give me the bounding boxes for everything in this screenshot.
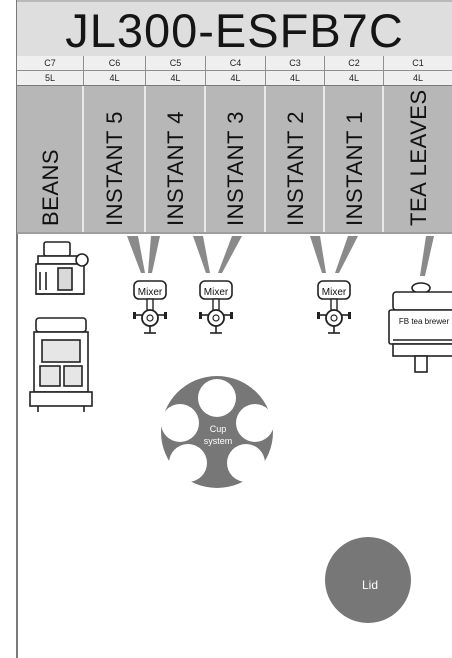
tea-brewer-label: FB tea brewer — [399, 317, 450, 326]
canister-bin-instant-5: INSTANT 5 — [84, 86, 146, 232]
canister-size: 4L — [412, 73, 423, 83]
bins-divider — [17, 232, 452, 234]
canister-bin-instant-2: INSTANT 2 — [266, 86, 325, 232]
canister-size: 4L — [146, 71, 206, 85]
coffee-brewer — [29, 317, 93, 412]
canister-bin-instant-1: INSTANT 1 — [325, 86, 384, 232]
canister-code: C3 — [266, 56, 325, 70]
mixer-label: Mixer — [138, 287, 163, 298]
canister-code-row: C7 C6 C5 C4 C3 C2 C1 — [17, 56, 452, 71]
chute-instant-2 — [310, 236, 358, 273]
canister-bin-instant-3: INSTANT 3 — [206, 86, 266, 232]
chute-instant-4 — [193, 236, 242, 273]
chute-instant-5 — [127, 236, 160, 273]
canister-code: C5 — [146, 56, 206, 70]
mixer-label: Mixer — [204, 287, 229, 298]
chute-tea-leaves — [420, 236, 434, 276]
machine-frame — [16, 0, 452, 658]
fb-tea-brewer — [388, 282, 452, 373]
mixer-label: Mixer — [322, 287, 347, 298]
grinder — [35, 241, 89, 295]
canister-bins: BEANS INSTANT 5 INSTANT 4 INSTANT 3 INST… — [17, 86, 452, 232]
canister-code: C4 — [206, 56, 266, 70]
canister-code: C1 — [412, 58, 424, 68]
canister-bin-tea-leaves: TEA LEAVES — [384, 86, 452, 232]
lid-label: Lid — [362, 578, 378, 592]
cup-system-label-line2: system — [204, 436, 233, 446]
canister-size: 5L — [17, 71, 84, 85]
canister-code: C6 — [84, 56, 146, 70]
canister-header-grid: C7 C6 C5 C4 C3 C2 C1 5L 4L 4L 4L 4L 4L 4… — [17, 56, 452, 87]
model-title: JL300-ESFB7C — [17, 0, 452, 60]
cup-system-label-line1: Cup — [210, 424, 227, 434]
canister-size: 4L — [206, 71, 266, 85]
lid-dispenser — [325, 537, 411, 623]
canister-bin-beans: BEANS — [17, 86, 84, 232]
canister-size: 4L — [325, 71, 384, 85]
canister-code: C2 — [325, 56, 384, 70]
canister-size: 4L — [266, 71, 325, 85]
canister-code: C7 — [17, 56, 84, 70]
canister-bin-instant-4: INSTANT 4 — [146, 86, 206, 232]
cup-system — [161, 376, 274, 488]
canister-size: 4L — [84, 71, 146, 85]
